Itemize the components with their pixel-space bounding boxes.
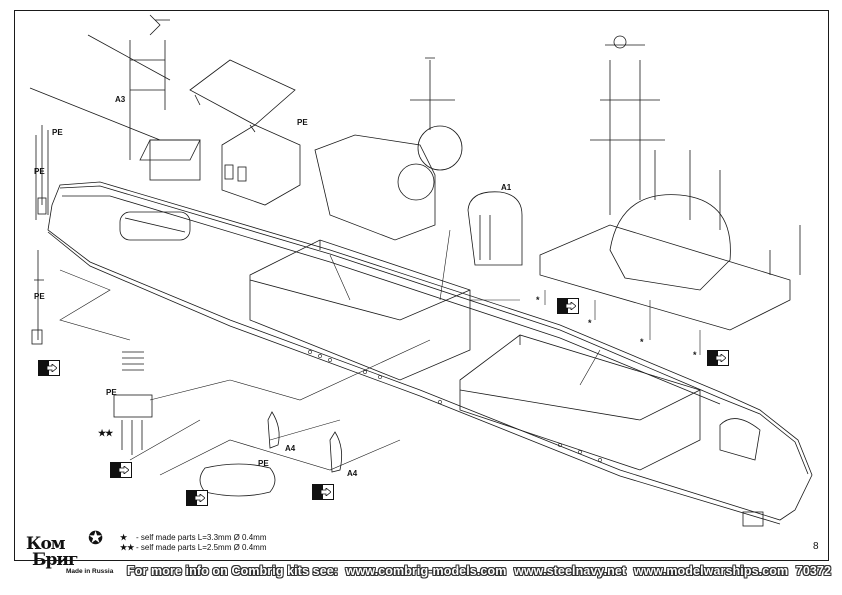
radome-small — [397, 163, 435, 201]
footer-url-modelwarships[interactable]: www.modelwarships.com — [633, 564, 789, 578]
superstructure-mid — [249, 239, 471, 381]
direction-marker — [557, 298, 579, 314]
double-star-text: - self made parts L=2.5mm Ø 0.4mm — [136, 543, 267, 552]
direction-marker — [186, 490, 208, 506]
life-raft — [199, 463, 276, 497]
flat-platform — [189, 59, 296, 126]
double-star-symbol: ★★ — [120, 543, 135, 552]
label-pe-5: PE — [106, 388, 117, 397]
label-pe-1: PE — [297, 118, 308, 127]
label-pe-2: PE — [52, 128, 63, 137]
footer-url-combrig[interactable]: www.combrig-models.com — [345, 564, 507, 578]
star-marker-4: * — [693, 350, 697, 360]
hull-outline — [47, 181, 813, 521]
direction-marker — [38, 360, 60, 376]
hull-waterline — [47, 231, 781, 525]
logo-line2: Бриг — [32, 550, 78, 570]
footer-url-steelnavy[interactable]: www.steelnavy.net — [514, 564, 627, 578]
boat-cradle — [119, 211, 191, 241]
label-a1: A1 — [501, 183, 512, 192]
single-star-symbol: ★ — [120, 533, 128, 542]
footer-info: For more info on Combrig kits see: www.c… — [127, 564, 835, 578]
logo-line1: Ком — [26, 534, 66, 554]
direction-marker — [110, 462, 132, 478]
label-a4-left: A4 — [285, 444, 296, 453]
label-pe-3: PE — [34, 167, 45, 176]
star-marker-2: * — [588, 318, 592, 328]
page-frame — [14, 10, 829, 561]
double-star-marker: ★★ — [98, 428, 113, 438]
radome-medium — [417, 125, 463, 171]
logo-made-in: Made in Russia — [66, 568, 114, 575]
legend-double-star: ★★- self made parts L=2.5mm Ø 0.4mm — [120, 543, 267, 552]
bridge-block — [314, 134, 436, 241]
deckhouse-box — [221, 124, 301, 206]
legend-single-star: ★ - self made parts L=3.3mm Ø 0.4mm — [120, 533, 267, 542]
single-star-text: - self made parts L=3.3mm Ø 0.4mm — [136, 533, 267, 542]
direction-marker — [707, 350, 729, 366]
direction-marker — [312, 484, 334, 500]
radar-deck — [539, 224, 791, 331]
label-a3: A3 — [115, 95, 126, 104]
footer-text: For more info on Combrig kits see: — [127, 564, 339, 578]
label-pe-6: PE — [258, 459, 269, 468]
page-number: 8 — [813, 541, 819, 552]
logo-star-icon: ✪ — [88, 528, 104, 548]
combrig-logo: Ком Бриг ✪ Made in Russia — [22, 528, 122, 582]
stacked-rings — [122, 351, 144, 371]
star-marker-1: * — [536, 295, 540, 305]
stern-hatch — [742, 511, 764, 527]
mast-a3 — [129, 40, 166, 160]
footer-kit-code: 70372 — [795, 564, 832, 578]
deck-edge — [59, 185, 809, 475]
label-a4-right: A4 — [347, 469, 358, 478]
label-pe-4: PE — [34, 292, 45, 301]
superstructure-aft — [459, 334, 701, 471]
star-marker-3: * — [640, 337, 644, 347]
funnel-a1 — [467, 191, 523, 266]
radome-large — [609, 194, 731, 291]
